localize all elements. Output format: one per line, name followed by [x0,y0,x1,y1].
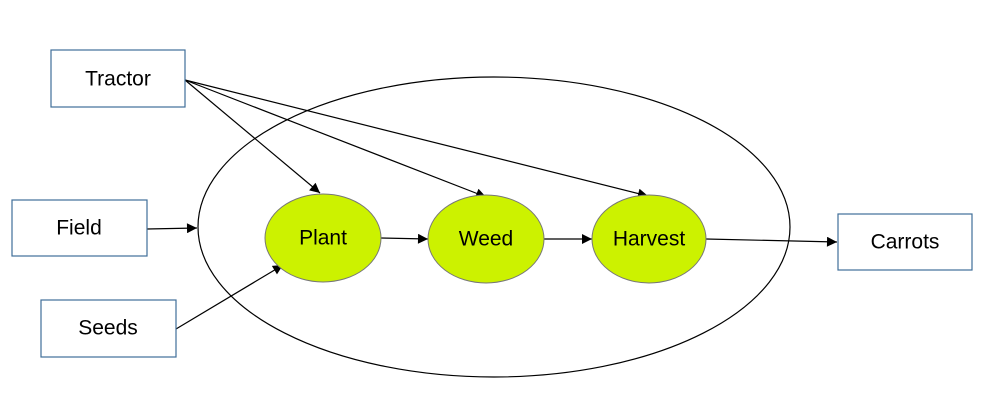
edges [146,79,838,330]
process-weed: Weed [427,194,545,284]
edge-plant-weed [380,233,429,244]
input-tractor: Tractor [50,49,186,108]
edge-tractor-harvest [184,79,649,199]
process-harvest: Harvest [591,194,707,284]
input-seeds: Seeds [40,299,177,358]
input-field-label: Field [56,217,102,240]
input-seeds-label: Seeds [78,317,138,340]
process-weed-label: Weed [459,228,513,251]
process-plant-label: Plant [299,227,347,250]
process-plant: Plant [264,193,382,283]
edge-tractor-weed [184,79,487,199]
edge-field-boundary [146,223,198,234]
edge-seeds-plant [175,264,284,330]
output-carrots-label: Carrots [871,231,940,254]
edge-tractor-plant [184,79,321,194]
edge-harvest-carrots [705,236,838,247]
output-carrots: Carrots [837,213,973,271]
process-harvest-label: Harvest [613,228,686,251]
system-boundary [197,76,791,378]
input-tractor-label: Tractor [85,68,151,91]
input-field: Field [11,199,148,257]
